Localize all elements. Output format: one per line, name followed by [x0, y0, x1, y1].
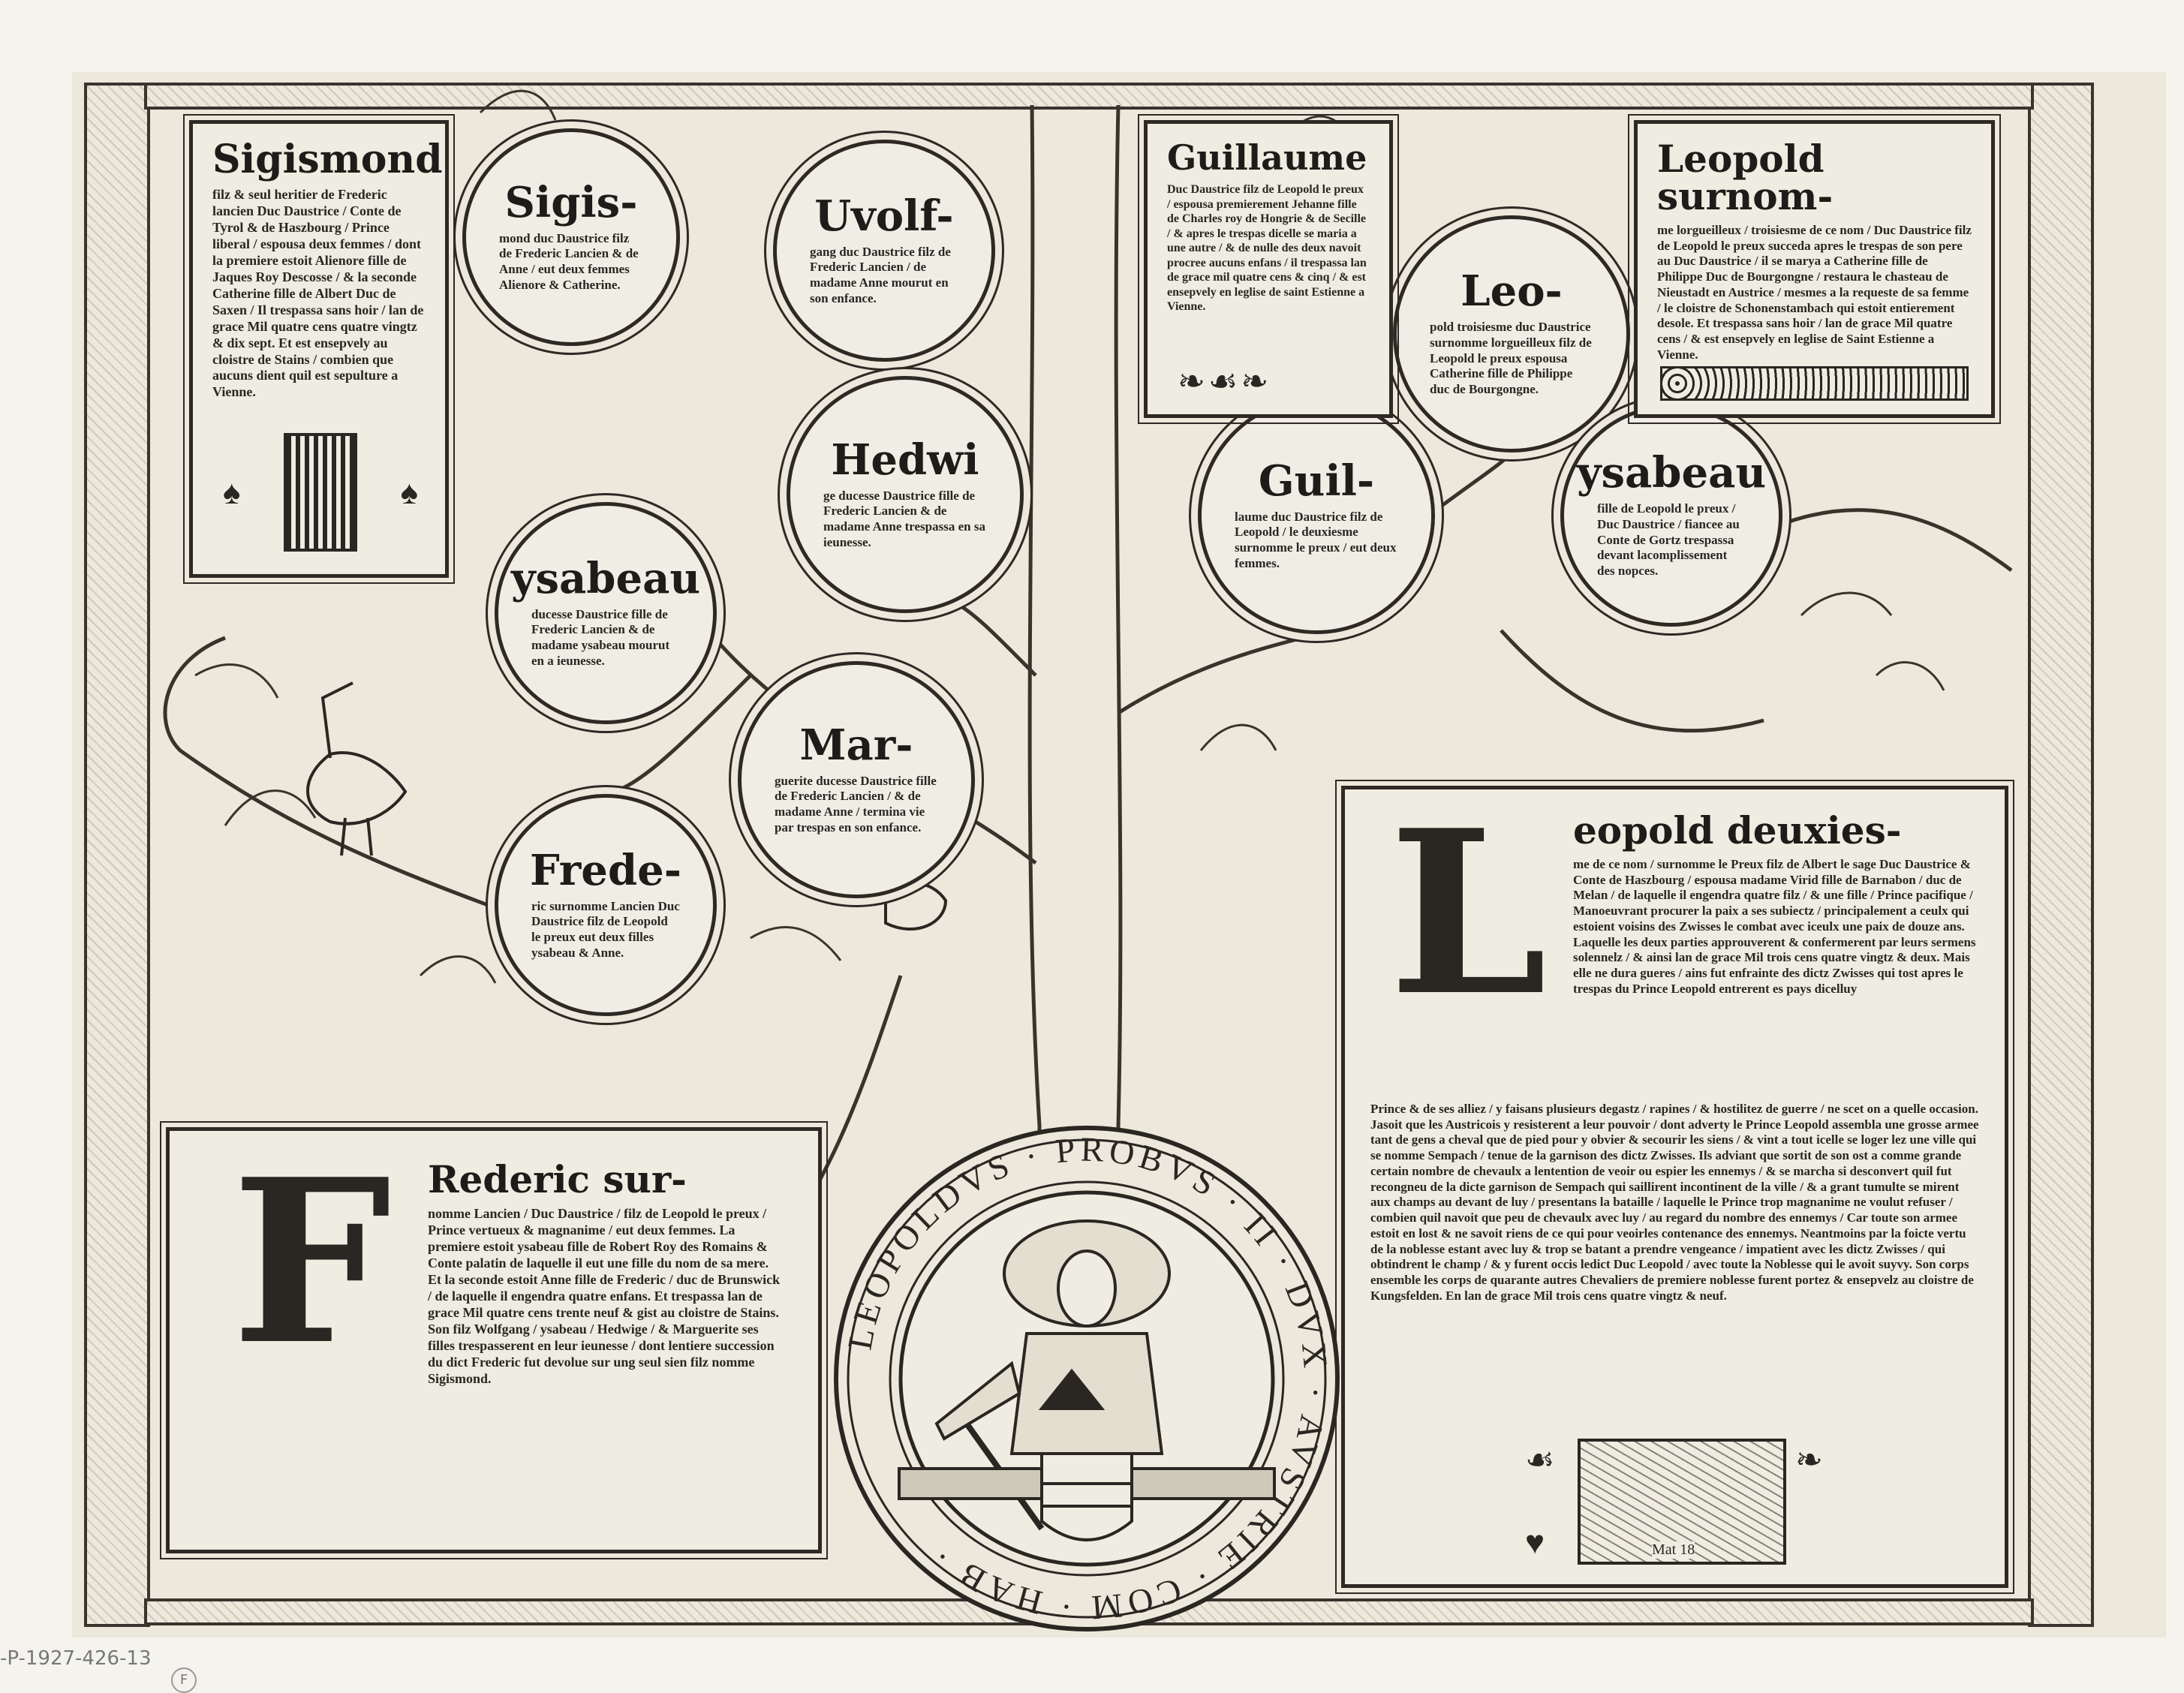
circle-text: laume duc Daustrice filz de Leopold / le… [1235, 509, 1397, 570]
circle-text: pold troisiesme duc Daustrice surnomme l… [1430, 320, 1592, 397]
circle-title: Leo- [1461, 266, 1563, 317]
leaf-icon: ❧ [1795, 1442, 1823, 1478]
branch [163, 636, 489, 907]
circle-sigismond: Sigis- mond duc Daustrice filz de Freder… [462, 128, 680, 346]
sigismond-title: Sigismond [212, 137, 443, 182]
circle-hedwige: Hedwi ge ducesse Daustrice fille de Fred… [787, 376, 1024, 613]
branch [1778, 508, 2013, 573]
leopold-deuxiesme-title: eopold deuxies- [1573, 808, 1902, 853]
circle-guillaume: Guil- laume duc Daustrice filz de Leopol… [1198, 397, 1435, 634]
spade-leaf-icon: ♠ [223, 474, 241, 511]
leaf-icon: ☙ [1208, 363, 1238, 400]
circle-text: ge ducesse Daustrice fille de Frederic L… [823, 488, 985, 549]
circle-text: gang duc Daustrice filz de Frederic Lanc… [810, 244, 951, 305]
circle-text: fille de Leopold le preux / Duc Daustric… [1597, 501, 1740, 579]
circle-ysabeau-right: ysabeau fille de Leopold le preux / Duc … [1560, 404, 1782, 627]
circle-text: guerite ducesse Daustrice fille de Frede… [775, 773, 937, 834]
circle-title: Hedwi [831, 435, 979, 485]
leopold-deuxiesme-text-bottom: Prince & de ses alliez / y faisans plusi… [1370, 1102, 1979, 1303]
leopold-surnomme-textbox: Leopold surnom- me lorgueilleux / troisi… [1628, 114, 2001, 424]
tree-trunk [1027, 104, 1124, 1607]
stork-figure [306, 681, 408, 856]
column-ornament: ♠ ♠ [223, 433, 418, 552]
left-border-strip [84, 83, 150, 1627]
leopold-deuxiesme-text-top: me de ce nom / surnomme le Preux filz de… [1573, 857, 1976, 996]
scroll-ornament [1660, 366, 1969, 401]
circle-wolfgang: Uvolf- gang duc Daustrice filz de Freder… [773, 140, 995, 362]
decorated-initial-L: L [1388, 780, 1548, 1045]
top-border-strip [144, 83, 2034, 110]
circle-title: Uvolf- [814, 191, 954, 241]
spade-leaf-icon: ♠ [400, 474, 418, 511]
circle-leopold: Leo- pold troisiesme duc Daustrice surno… [1393, 215, 1630, 453]
circle-title: Frede- [530, 845, 681, 895]
guillaume-title: Guillaume [1167, 137, 1367, 178]
branch [605, 674, 752, 796]
branch [1500, 629, 1764, 733]
heart-leaf-icon: ♥ [1525, 1524, 1545, 1561]
circle-title: ysabeau [1576, 448, 1767, 498]
leopold-deuxiesme-textbox: L eopold deuxies- me de ce nom / surnomm… [1335, 780, 2014, 1594]
guillaume-text: Duc Daustrice filz de Leopold le preux /… [1167, 183, 1367, 314]
guillaume-textbox: Guillaume Duc Daustrice filz de Leopold … [1138, 114, 1399, 424]
knight-portrait [898, 1219, 1276, 1541]
decorated-initial-F: F [231, 1129, 392, 1394]
column-capital-icon [284, 433, 357, 552]
frederic-text: nomme Lancien / Duc Daustrice / filz de … [428, 1206, 781, 1386]
circled-letter: F [171, 1667, 197, 1693]
circle-title: ysabeau [510, 553, 701, 603]
leaf-icon: ❧ [1241, 363, 1269, 400]
right-border-strip [2028, 83, 2094, 1627]
circle-title: Guil- [1258, 456, 1375, 506]
branch [1117, 632, 1317, 715]
medallion: LEOPOLDVS · PROBVS · II · DVX · AVSTRIE … [834, 1126, 1340, 1631]
circle-ysabeau-left: ysabeau ducesse Daustrice fille de Frede… [495, 502, 717, 724]
sigismond-textbox: Sigismond filz & seul heritier de Freder… [183, 114, 455, 584]
circle-text: mond duc Daustrice filz de Frederic Lanc… [499, 230, 639, 292]
leaf-icon: ❧ [1178, 363, 1205, 400]
circle-title: Mar- [799, 720, 913, 770]
sigismond-text: filz & seul heritier de Frederic lancien… [212, 187, 424, 400]
circle-marguerite: Mar- guerite ducesse Daustrice fille de … [738, 661, 975, 898]
inventory-number: -P-1927-426-13 [0, 1647, 152, 1670]
circle-text: ducesse Daustrice fille de Frederic Lanc… [531, 606, 670, 668]
circle-text: ric surnomme Lancien Duc Daustrice filz … [531, 898, 680, 960]
leaf-icon: ☙ [1525, 1442, 1555, 1478]
frederic-title: Rederic sur- [428, 1157, 687, 1201]
leopold-surnomme-text: me lorgueilleux / troisiesme de ce nom /… [1657, 223, 1972, 362]
leopold-surnomme-title: Leopold surnom- [1657, 137, 1834, 218]
leaf-ornaments: ❧ ☙ ❧ [1178, 362, 1268, 401]
circle-title: Sigis- [504, 177, 638, 227]
cherubs-woodcut: Mat 18 [1578, 1439, 1786, 1565]
frederic-textbox: F Rederic sur- nomme Lancien / Duc Daust… [160, 1121, 828, 1559]
circle-frederic: Frede- ric surnomme Lancien Duc Daustric… [495, 794, 717, 1016]
woodcut-label: Mat 18 [1652, 1541, 1695, 1559]
